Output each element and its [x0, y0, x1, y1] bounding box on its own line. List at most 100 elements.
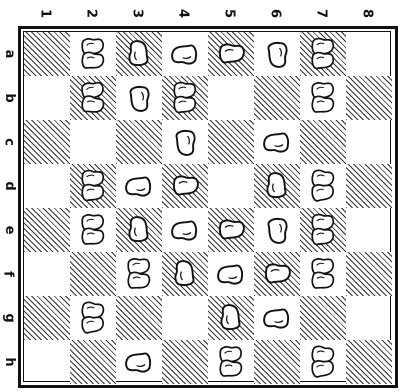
board-square-g6[interactable] [254, 296, 300, 340]
board-square-c1[interactable] [24, 120, 70, 164]
board-square-a1[interactable] [24, 32, 70, 76]
single-footprint-icon[interactable] [254, 208, 300, 252]
board-square-a4[interactable] [162, 32, 208, 76]
board-square-b3[interactable] [116, 76, 162, 120]
board-square-h1[interactable] [24, 340, 70, 384]
board-square-f4[interactable] [162, 252, 208, 296]
board-square-f7[interactable] [300, 252, 346, 296]
board-square-e8[interactable] [346, 208, 392, 252]
board-square-g8[interactable] [346, 296, 392, 340]
board-square-a3[interactable] [116, 32, 162, 76]
double-footprint-icon[interactable] [300, 252, 346, 296]
double-footprint-icon[interactable] [70, 164, 116, 208]
board-square-e5[interactable] [208, 208, 254, 252]
single-footprint-icon[interactable] [116, 76, 162, 120]
board-square-h6[interactable] [254, 340, 300, 384]
board-square-a8[interactable] [346, 32, 392, 76]
board-square-f6[interactable] [254, 252, 300, 296]
board-square-b1[interactable] [24, 76, 70, 120]
board-square-a6[interactable] [254, 32, 300, 76]
board-square-g7[interactable] [300, 296, 346, 340]
double-footprint-icon[interactable] [300, 340, 346, 384]
double-footprint-icon[interactable] [70, 208, 116, 252]
single-footprint-icon[interactable] [254, 252, 300, 296]
double-footprint-icon[interactable] [300, 208, 346, 252]
board-square-h5[interactable] [208, 340, 254, 384]
single-footprint-icon[interactable] [116, 208, 162, 252]
board-square-d8[interactable] [346, 164, 392, 208]
board-square-c5[interactable] [208, 120, 254, 164]
single-footprint-icon[interactable] [116, 32, 162, 76]
board-square-h3[interactable] [116, 340, 162, 384]
board-square-h7[interactable] [300, 340, 346, 384]
board-square-a7[interactable] [300, 32, 346, 76]
single-footprint-icon[interactable] [162, 32, 208, 76]
board-square-a2[interactable] [70, 32, 116, 76]
double-footprint-icon[interactable] [208, 340, 254, 384]
board-square-e6[interactable] [254, 208, 300, 252]
board-square-c4[interactable] [162, 120, 208, 164]
board-square-h2[interactable] [70, 340, 116, 384]
board-square-c8[interactable] [346, 120, 392, 164]
board-square-d6[interactable] [254, 164, 300, 208]
board-square-f8[interactable] [346, 252, 392, 296]
board-square-f5[interactable] [208, 252, 254, 296]
game-board [23, 31, 391, 382]
board-square-c2[interactable] [70, 120, 116, 164]
single-footprint-icon[interactable] [254, 296, 300, 340]
board-square-e3[interactable] [116, 208, 162, 252]
board-square-h8[interactable] [346, 340, 392, 384]
single-footprint-icon[interactable] [116, 340, 162, 384]
single-footprint-icon[interactable] [162, 120, 208, 164]
single-footprint-icon[interactable] [162, 208, 208, 252]
board-square-a5[interactable] [208, 32, 254, 76]
single-footprint-icon[interactable] [254, 164, 300, 208]
single-footprint-icon[interactable] [116, 164, 162, 208]
board-square-h4[interactable] [162, 340, 208, 384]
single-footprint-icon[interactable] [162, 252, 208, 296]
board-square-c6[interactable] [254, 120, 300, 164]
board-square-d7[interactable] [300, 164, 346, 208]
board-square-e4[interactable] [162, 208, 208, 252]
single-footprint-icon[interactable] [254, 32, 300, 76]
board-square-b6[interactable] [254, 76, 300, 120]
board-square-e2[interactable] [70, 208, 116, 252]
double-footprint-icon[interactable] [70, 32, 116, 76]
single-footprint-icon[interactable] [208, 32, 254, 76]
board-square-b7[interactable] [300, 76, 346, 120]
double-footprint-icon[interactable] [300, 76, 346, 120]
board-square-g4[interactable] [162, 296, 208, 340]
board-square-c7[interactable] [300, 120, 346, 164]
single-footprint-icon[interactable] [254, 120, 300, 164]
board-square-g1[interactable] [24, 296, 70, 340]
board-square-d1[interactable] [24, 164, 70, 208]
double-footprint-icon[interactable] [70, 76, 116, 120]
board-square-b4[interactable] [162, 76, 208, 120]
board-square-e7[interactable] [300, 208, 346, 252]
board-square-c3[interactable] [116, 120, 162, 164]
board-square-g3[interactable] [116, 296, 162, 340]
board-square-f2[interactable] [70, 252, 116, 296]
board-square-d4[interactable] [162, 164, 208, 208]
single-footprint-icon[interactable] [208, 296, 254, 340]
single-footprint-icon[interactable] [162, 164, 208, 208]
board-square-d5[interactable] [208, 164, 254, 208]
board-square-b5[interactable] [208, 76, 254, 120]
board-square-g2[interactable] [70, 296, 116, 340]
board-square-d3[interactable] [116, 164, 162, 208]
board-square-b8[interactable] [346, 76, 392, 120]
board-square-f1[interactable] [24, 252, 70, 296]
double-footprint-icon[interactable] [300, 32, 346, 76]
double-footprint-icon[interactable] [70, 296, 116, 340]
double-footprint-icon[interactable] [300, 164, 346, 208]
double-footprint-icon[interactable] [162, 76, 208, 120]
board-square-d2[interactable] [70, 164, 116, 208]
board-square-g5[interactable] [208, 296, 254, 340]
board-square-b2[interactable] [70, 76, 116, 120]
single-footprint-icon[interactable] [208, 252, 254, 296]
double-footprint-icon[interactable] [116, 252, 162, 296]
board-square-f3[interactable] [116, 252, 162, 296]
single-footprint-icon[interactable] [208, 208, 254, 252]
board-square-e1[interactable] [24, 208, 70, 252]
column-label: 8 [361, 9, 374, 18]
